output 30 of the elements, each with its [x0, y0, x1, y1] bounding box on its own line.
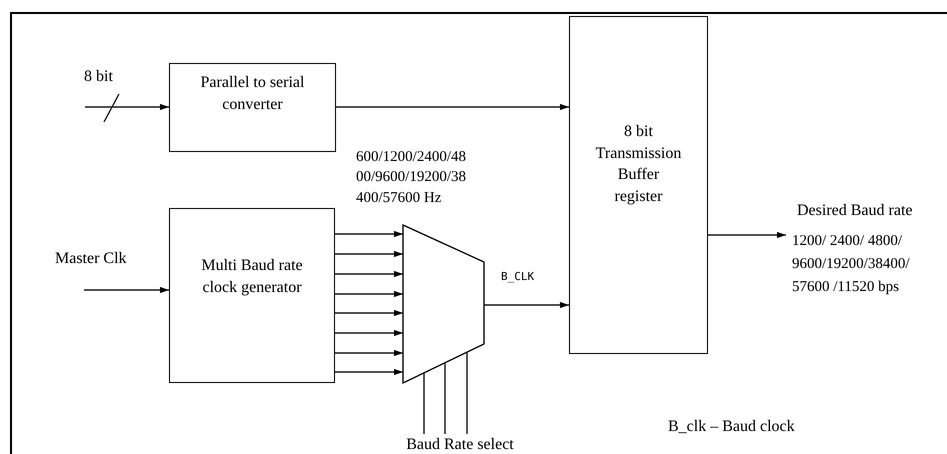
arrow — [84, 286, 169, 294]
box-label: Parallel to serial converter — [200, 73, 306, 115]
arrow — [85, 104, 169, 110]
arrow — [335, 368, 403, 376]
arrow — [484, 302, 569, 308]
input-label: 8 bit — [84, 67, 113, 87]
connector-line — [444, 362, 446, 434]
connector-line — [423, 372, 425, 434]
input-label: Master Clk — [55, 249, 127, 269]
output-label: Desired Baud rate — [796, 201, 913, 221]
arrow — [708, 232, 786, 238]
arrow — [335, 350, 403, 356]
arrow — [335, 330, 403, 336]
box-label: 8 bit Transmission Buffer register — [594, 122, 682, 207]
arrow — [335, 310, 403, 316]
process-box — [169, 63, 336, 152]
edge-label: B_CLK — [500, 270, 536, 283]
process-box — [569, 16, 708, 354]
baud-rate-list: 1200/ 2400/ 4800/ 9600/19200/38400/ 57600 /11520 bps — [786, 230, 944, 300]
arrow — [335, 270, 403, 278]
note: B_clk – Baud clock — [668, 417, 795, 437]
arrow — [335, 290, 403, 298]
arrow — [335, 230, 403, 238]
frequency-note: 600/1200/2400/4800/9600/19200/38400/57600 Hz — [356, 148, 468, 208]
process-box — [169, 208, 335, 383]
connector-line — [466, 352, 468, 434]
select-label: Baud Rate select — [405, 435, 515, 454]
arrow — [335, 250, 403, 258]
arrow — [336, 104, 569, 110]
box-label: Multi Baud rate clock generator — [200, 256, 304, 298]
